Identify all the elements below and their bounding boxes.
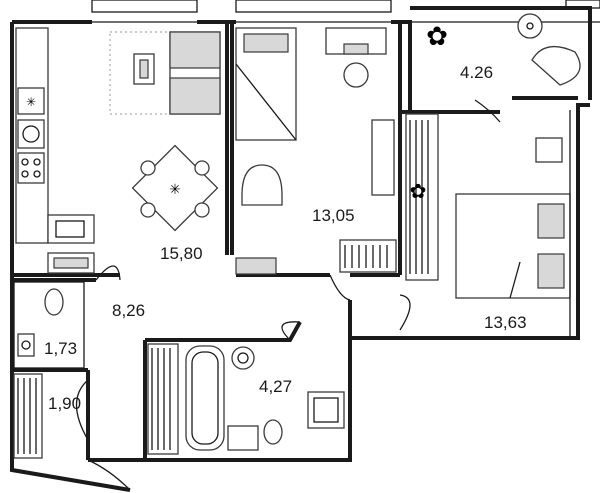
round-table-icon [517,13,543,39]
bath-toilet-icon [263,419,283,445]
bedroom-1-area: 13,05 [312,206,355,225]
armchair-icon [241,164,283,206]
toilet-room [13,281,85,369]
wardrobe-area: 1,90 [48,394,82,413]
washing-machine-icon [231,346,255,370]
bedroom-2-area: 13,63 [484,313,527,332]
wash-basin-icon [17,333,35,357]
toilet-icon [44,288,64,316]
wardrobe-bedroom-icon [371,119,395,196]
door-wardrobe [75,379,89,441]
toilet-area: 1,73 [44,339,78,358]
sink-icon [17,119,45,149]
door-balcony [474,99,501,123]
bathroom-area: 4,27 [259,377,293,396]
door-bedroom-1 [329,274,351,301]
plant-icon: ✿ [426,22,448,52]
hallway-area: 8,26 [112,301,146,320]
wardrobe-storage-icon [13,373,43,459]
svg-text:✳: ✳ [26,95,36,109]
door-kitchen [95,265,121,281]
stove-icon [17,152,45,184]
svg-text:✳: ✳ [169,182,181,198]
door-entrance [87,459,131,491]
door-bedroom-2 [399,294,411,331]
fridge-icon [17,87,45,115]
bath-sink-icon [227,425,259,451]
window-top-bedroom [235,0,392,13]
door-bathroom [281,321,301,341]
chair-icon [343,62,369,88]
bookshelf-icon [235,257,277,275]
lounge-chair-icon [531,45,581,86]
bathroom-cabinet-icon [147,343,179,455]
nightstand-icon [535,137,563,163]
plant-bedroom-icon: ✿ [410,179,427,203]
balcony-area: 4.26 [460,63,494,82]
kitchen-living-area: 15,80 [160,244,203,263]
window-top-kitchen [91,0,198,13]
kitchen-sink-icon [47,214,95,244]
bathtub-icon [185,345,225,451]
